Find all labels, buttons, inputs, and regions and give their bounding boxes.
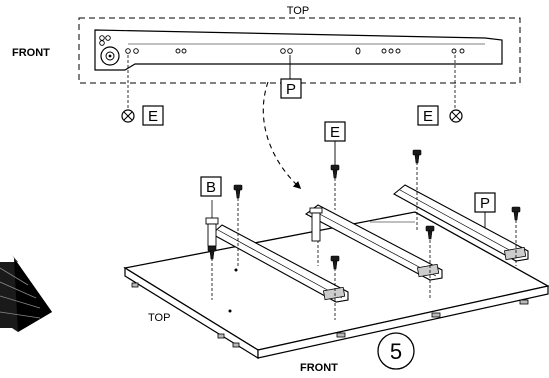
panel-feet [131, 282, 529, 348]
part-label-p-detail: P [280, 55, 302, 99]
svg-text:P: P [286, 81, 296, 98]
detail-pointer-arrow [262, 81, 302, 190]
screw-head-left [121, 109, 135, 123]
rail-holes [99, 35, 465, 55]
svg-text:B: B [206, 179, 216, 196]
screws-and-dowels [211, 162, 517, 320]
dowel-b [205, 200, 219, 247]
detail-top-label: TOP [287, 5, 309, 17]
drawer-rail-detail [94, 29, 503, 71]
panel-right-edge [257, 285, 549, 359]
screw-head-right [449, 109, 463, 123]
drawer-bottom-panel: TOP FRONT [123, 211, 549, 374]
detail-front-label: FRONT [12, 47, 50, 59]
svg-text:5: 5 [390, 339, 402, 364]
screw-icon [511, 206, 521, 221]
direction-arrow [0, 255, 52, 332]
part-label-e-middle: E [324, 121, 346, 165]
screw-icons [207, 149, 521, 270]
part-label-p-main: P [474, 192, 496, 228]
screw-icon [207, 245, 217, 260]
screw-icon [330, 255, 340, 270]
svg-text:E: E [330, 124, 340, 141]
svg-text:P: P [480, 195, 490, 212]
panel-top-label: TOP [148, 312, 170, 324]
panel-front-label: FRONT [300, 362, 338, 374]
part-label-e-right: E [417, 105, 439, 126]
screw-icon [233, 184, 243, 199]
drawer-rail-right [393, 184, 529, 262]
screw-icon [412, 149, 422, 164]
dowel-middle [309, 207, 323, 242]
screw-icon [330, 164, 340, 179]
detail-dashed-frame [78, 17, 521, 84]
step-number-badge: 5 [377, 332, 415, 370]
part-label-b: B [200, 176, 222, 197]
screw-icon [425, 225, 435, 240]
rail-detail-callout: TOP FRONT [12, 5, 521, 126]
part-label-e-left: E [142, 105, 164, 126]
svg-text:E: E [148, 108, 158, 125]
svg-text:E: E [423, 108, 433, 125]
drawer-rail-middle [304, 204, 443, 281]
